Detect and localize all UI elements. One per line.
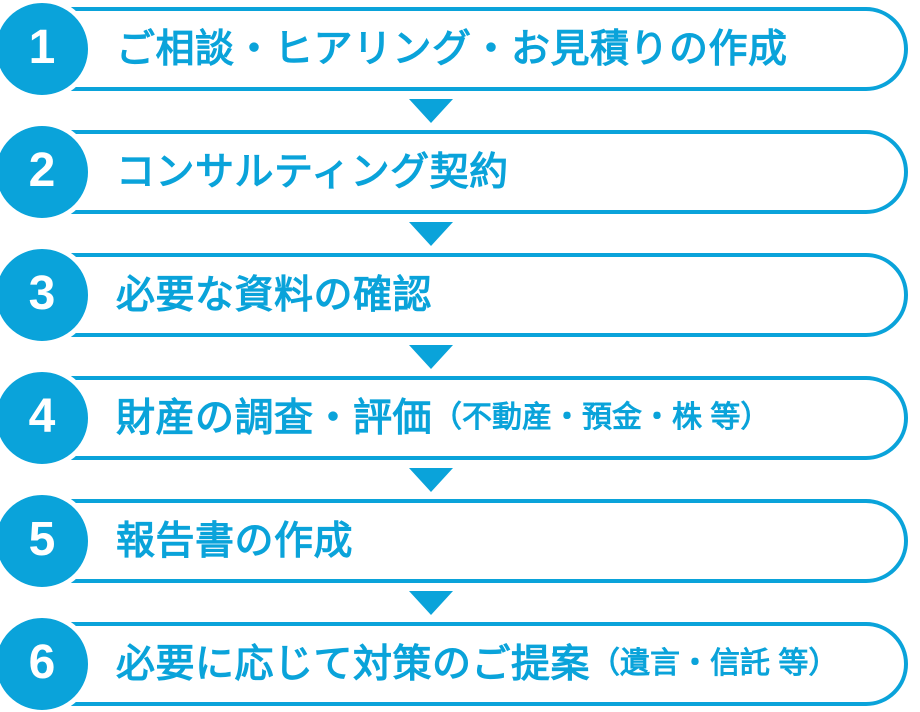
step-note: （遺言・信託 等） — [590, 647, 839, 680]
step-label: コンサルティング契約 — [116, 150, 509, 194]
step-note: （不動産・預金・株 等） — [432, 401, 771, 434]
arrow-down-icon — [409, 467, 453, 492]
connector-row — [0, 214, 920, 253]
step-label: 必要な資料の確認 — [116, 273, 433, 317]
step-label: 必要に応じて対策のご提案 — [116, 642, 591, 686]
flow-step-6: 必要に応じて対策のご提案（遺言・信託 等） 6 — [0, 613, 920, 712]
connector-row — [0, 91, 920, 130]
step-label: 財産の調査・評価 — [116, 396, 433, 440]
flow-step-2: コンサルティング契約 2 — [0, 121, 920, 223]
flow-step-4: 財産の調査・評価（不動産・預金・株 等） 4 — [0, 367, 920, 469]
step-number: 2 — [28, 144, 56, 197]
arrow-down-icon — [409, 98, 453, 123]
step-number: 4 — [28, 390, 56, 443]
step-label: 報告書の作成 — [116, 519, 354, 563]
connector-row — [0, 583, 920, 622]
step-label: ご相談・ヒアリング・お見積りの作成 — [116, 27, 788, 71]
step-number: 5 — [28, 513, 56, 566]
step-number: 6 — [28, 636, 56, 689]
step-pill: コンサルティング契約 — [10, 130, 908, 214]
flow-step-3: 必要な資料の確認 3 — [0, 244, 920, 346]
step-number-badge: 3 — [0, 244, 93, 346]
arrow-down-icon — [409, 221, 453, 246]
step-pill: 必要な資料の確認 — [10, 253, 908, 337]
step-number-badge: 1 — [0, 0, 93, 100]
step-pill: 財産の調査・評価（不動産・預金・株 等） — [10, 376, 908, 460]
arrow-down-icon — [409, 344, 453, 369]
step-number-badge: 2 — [0, 121, 93, 223]
step-pill: 報告書の作成 — [10, 499, 908, 583]
step-pill: 必要に応じて対策のご提案（遺言・信託 等） — [10, 622, 908, 706]
step-number: 1 — [28, 21, 56, 74]
connector-row — [0, 460, 920, 499]
step-pill: ご相談・ヒアリング・お見積りの作成 — [10, 7, 908, 91]
step-number-badge: 4 — [0, 367, 93, 469]
step-number-badge: 5 — [0, 490, 93, 592]
arrow-down-icon — [409, 590, 453, 615]
step-number: 3 — [28, 267, 56, 320]
flow-step-5: 報告書の作成 5 — [0, 490, 920, 592]
flow-step-1: ご相談・ヒアリング・お見積りの作成 1 — [0, 0, 920, 100]
connector-row — [0, 337, 920, 376]
step-number-badge: 6 — [0, 613, 93, 712]
